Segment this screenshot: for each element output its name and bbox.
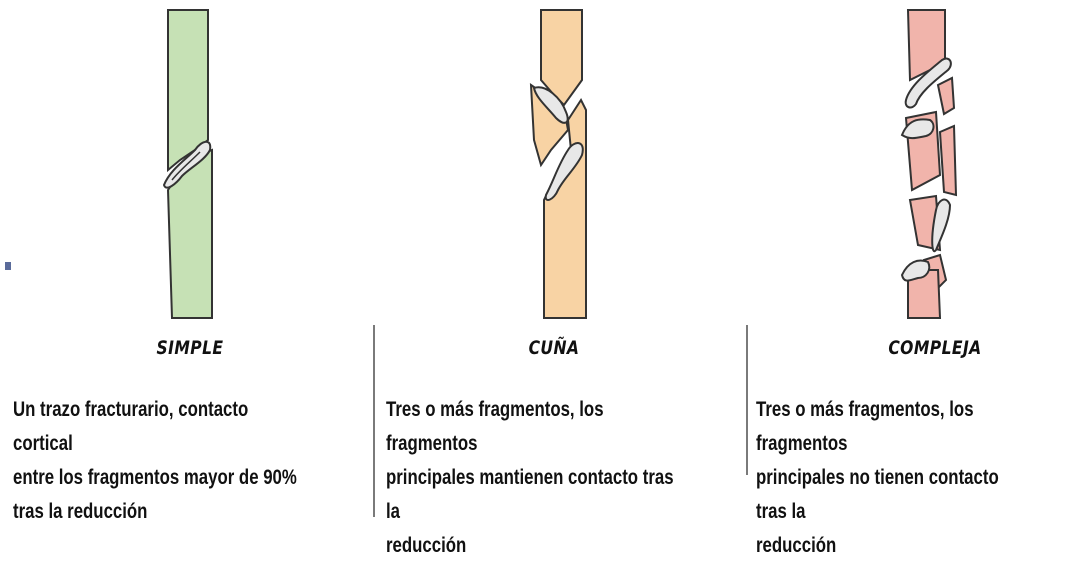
simple-description: Un trazo fracturario, contacto cortical …: [13, 398, 297, 523]
panel-cuna: CUÑA Tres o más fragmentos, los fragment…: [376, 0, 746, 557]
slide-bullet-marker: [5, 262, 11, 270]
panel-compleja: COMPLEJA Tres o más fragmentos, los frag…: [740, 0, 1088, 557]
simple-title: SIMPLE: [156, 337, 224, 359]
simple-fracture-bone-illustration: [162, 9, 213, 319]
divider-left: [373, 325, 375, 517]
cuna-title: CUÑA: [528, 337, 580, 359]
panel-simple: SIMPLE Un trazo fracturario, contacto co…: [0, 0, 370, 523]
compleja-title: COMPLEJA: [888, 337, 982, 359]
divider-right: [746, 325, 748, 475]
compleja-description: Tres o más fragmentos, los fragmentos pr…: [756, 398, 999, 557]
wedge-fracture-bone-illustration: [529, 9, 587, 319]
cuna-description: Tres o más fragmentos, los fragmentos pr…: [386, 398, 674, 557]
complex-fracture-bone-illustration: [900, 9, 958, 319]
